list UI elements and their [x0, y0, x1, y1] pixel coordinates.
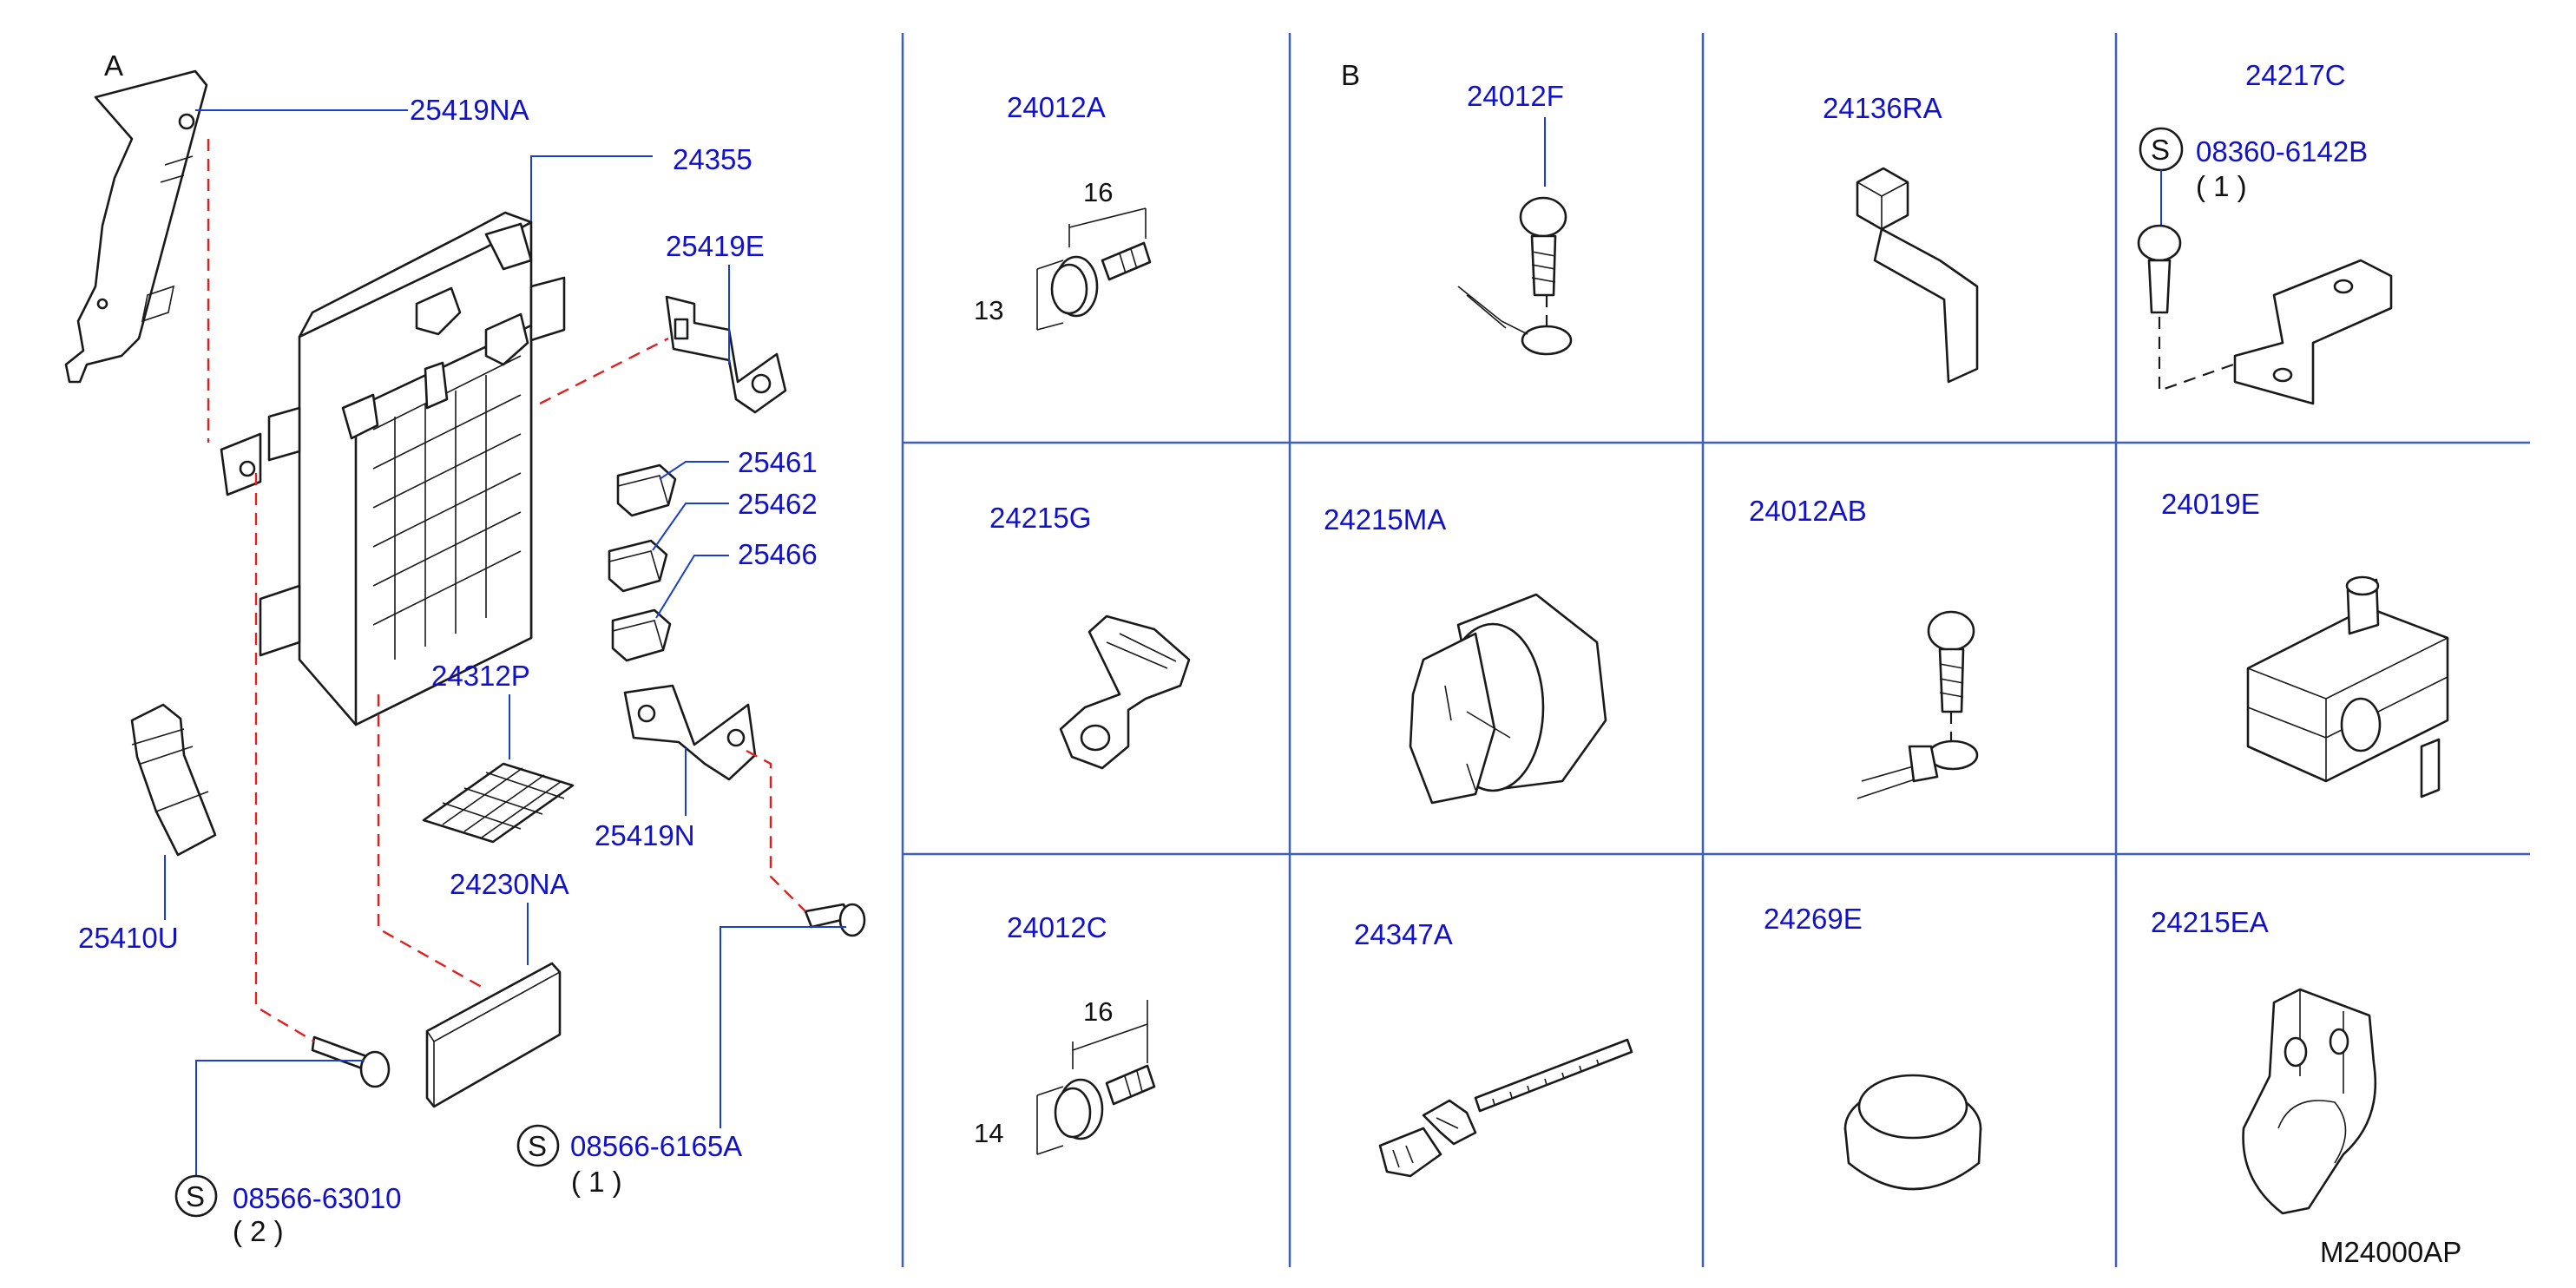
section-b-label: B [1341, 59, 1360, 91]
label-08566-6165a: 08566-6165A [570, 1130, 742, 1162]
label-24012a: 24012A [1007, 91, 1106, 123]
label-24136ra: 24136RA [1823, 92, 1942, 124]
screw-terminal-24012f [1457, 196, 1573, 356]
label-25419e: 25419E [666, 230, 765, 262]
dim-dia-24012c: 14 [974, 1118, 1003, 1148]
label-25419na: 25419NA [410, 94, 529, 126]
bracket-25419e [665, 295, 787, 414]
symbol-s-63010: S [186, 1180, 205, 1212]
label-24019e: 24019E [2161, 488, 2260, 520]
dim-len-24012c: 16 [1083, 996, 1113, 1027]
label-24230na: 24230NA [450, 868, 569, 900]
pad-24230na [425, 962, 562, 1108]
label-08360-6142b: 08360-6142B [2196, 135, 2368, 168]
standard-part-symbol-63010 [174, 1174, 218, 1218]
grommet-24215ma [1409, 593, 1607, 805]
qty-08566-6165a: ( 1 ) [571, 1166, 622, 1198]
fuse-block-24355 [259, 211, 566, 726]
symbol-s-24217c: S [2151, 134, 2170, 166]
bracket-25419na [64, 69, 208, 384]
screw-08566-6165a [804, 903, 866, 937]
section-a-label: A [104, 49, 123, 82]
dim-dia-24012a: 13 [974, 295, 1003, 325]
fuse-25462 [608, 539, 668, 593]
bracket-24136ra [1856, 167, 1979, 384]
mat-24312p [422, 762, 575, 844]
label-24012f: 24012F [1467, 80, 1564, 112]
left-leaders [164, 109, 846, 1176]
label-24347a: 24347A [1354, 918, 1453, 950]
label-08566-63010: 08566-63010 [233, 1182, 402, 1214]
label-24012ab: 24012AB [1749, 495, 1867, 527]
label-24355: 24355 [673, 143, 752, 175]
label-24217c: 24217C [2245, 59, 2346, 91]
qty-08566-63010: ( 2 ) [233, 1215, 284, 1247]
fuse-25461 [616, 463, 677, 517]
screw-08566-63010 [311, 1035, 391, 1088]
label-24215g: 24215G [989, 502, 1091, 534]
clamp-24215ea [2242, 988, 2377, 1215]
cable-tie-24347a [1378, 1038, 1633, 1178]
label-25410u: 25410U [78, 922, 179, 954]
plug-24269e [1843, 1074, 1982, 1191]
fuse-25466 [611, 608, 672, 662]
label-24215ma: 24215MA [1324, 503, 1446, 536]
dim-len-24012a: 16 [1083, 177, 1113, 207]
bracket-24217c [2137, 224, 2393, 405]
assembly-links [207, 139, 806, 1043]
clip-24019e [2246, 575, 2449, 798]
label-24269e: 24269E [1764, 903, 1863, 935]
label-24312p: 24312P [431, 660, 530, 692]
label-25461: 25461 [738, 446, 818, 478]
symbol-s-6165a: S [528, 1130, 547, 1162]
bracket-25419n [623, 684, 757, 781]
label-25462: 25462 [738, 488, 818, 520]
standard-part-symbol-6165a [516, 1124, 560, 1167]
bolt-24012c [1036, 1000, 1156, 1155]
label-24215ea: 24215EA [2151, 906, 2269, 938]
connector-25410u [130, 703, 217, 857]
label-25466: 25466 [738, 538, 818, 570]
parts-grid [901, 33, 2530, 1267]
label-24012c: 24012C [1007, 911, 1107, 943]
qty-08360-6142b: ( 1 ) [2196, 170, 2247, 202]
screw-terminal-24012ab [1856, 610, 1979, 799]
figure-code: M24000AP [2320, 1236, 2461, 1268]
clip-24215g [1059, 614, 1191, 770]
label-25419n: 25419N [595, 819, 695, 851]
bolt-24012a [1036, 207, 1152, 331]
